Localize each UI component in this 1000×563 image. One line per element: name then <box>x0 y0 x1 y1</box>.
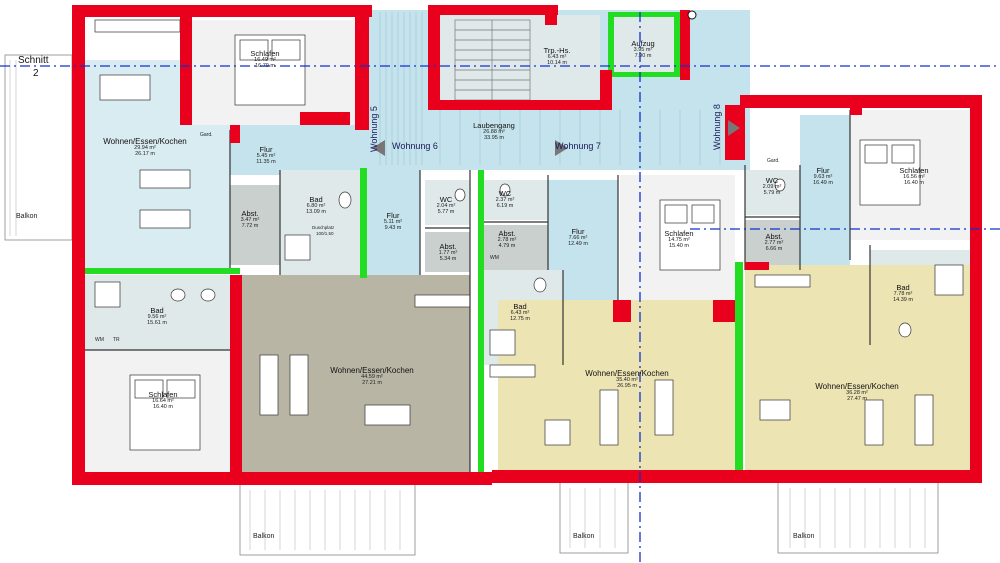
apartment-label-7: Wohnung 7 <box>555 141 601 151</box>
abst-4-floor <box>745 220 800 270</box>
wc-2-floor <box>483 180 548 220</box>
shower-label: Duschplatz <box>312 225 335 230</box>
balcony-label-1: Balkon <box>16 213 38 220</box>
abst-2-floor <box>425 232 470 272</box>
flur-1-floor <box>230 125 360 175</box>
section-label: Schnitt <box>18 55 49 66</box>
flur-2-floor <box>365 170 420 275</box>
garderobe-label-2: Gard. <box>767 158 780 164</box>
apartment-label-5: Wohnung 5 <box>369 106 379 152</box>
exterior-walls <box>72 5 982 485</box>
apartment-label-8: Wohnung 8 <box>712 104 722 150</box>
wohnen-3-floor <box>498 300 735 475</box>
balcony-label-2: Balkon <box>253 533 275 540</box>
washer-label-1: WM <box>95 337 104 343</box>
laubengang-stripes <box>379 12 721 165</box>
balcony-rails <box>9 60 926 550</box>
balcony-label-4: Balkon <box>793 533 815 540</box>
interior-walls <box>85 110 871 475</box>
stairs <box>454 19 531 101</box>
section-number: 2 <box>33 68 39 79</box>
apartment-label-6: Wohnung 6 <box>392 141 438 151</box>
section-lines <box>0 12 1000 563</box>
apartment-separation-walls <box>85 12 743 475</box>
sanitary <box>94 178 964 356</box>
abst-3-floor <box>483 225 548 270</box>
trp-hs-floor <box>435 15 600 100</box>
garderobe-label-1: Gard. <box>200 132 213 138</box>
shower-dim-label: 100/1.50 <box>316 231 334 236</box>
wc-3-floor <box>745 170 800 215</box>
wc-1-floor <box>425 180 470 225</box>
abst-1-floor <box>230 185 280 265</box>
furniture <box>94 19 934 451</box>
flur-4-floor <box>800 115 850 265</box>
balcony-label-3: Balkon <box>573 533 595 540</box>
washer-label-2: WM <box>490 255 499 261</box>
section-marker-circle <box>687 10 697 20</box>
wohnen-4-floor <box>745 265 970 475</box>
entrance-arrows <box>372 120 740 156</box>
dryer-label-1: TR <box>113 337 120 343</box>
